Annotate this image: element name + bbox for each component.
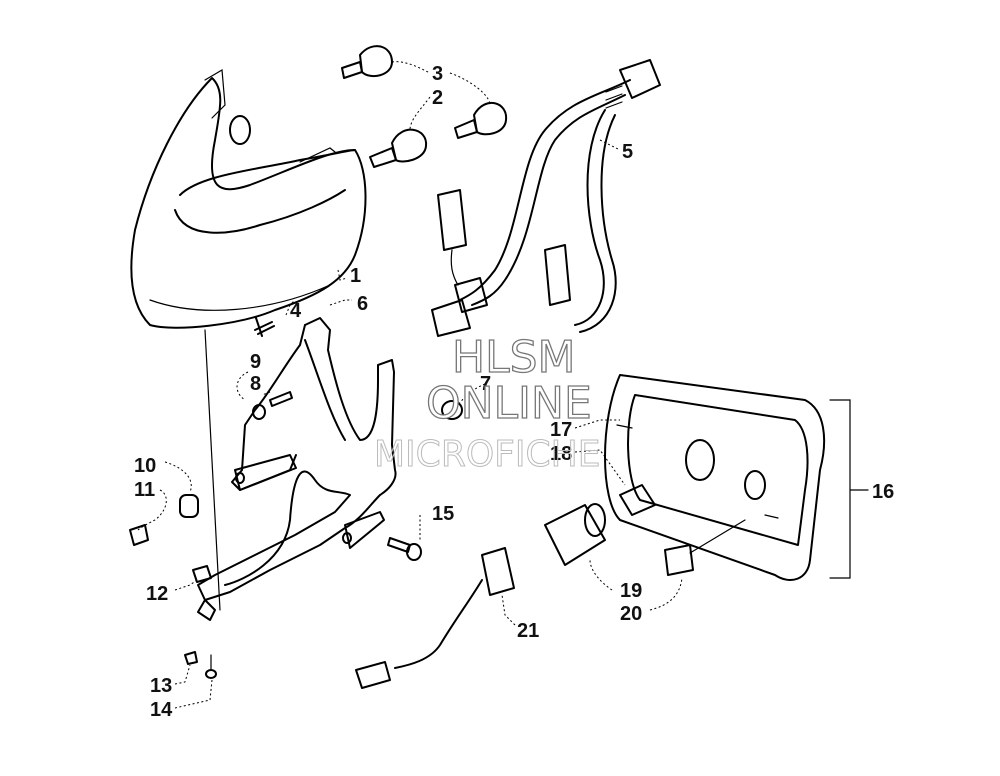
bulb-2[interactable]: [369, 128, 428, 168]
watermark: HLSM ONLINE MICROFICHE: [374, 331, 601, 475]
watermark-line-1: HLSM: [452, 332, 576, 383]
screw-11[interactable]: [129, 524, 149, 546]
wiring-harness[interactable]: [431, 59, 661, 337]
callout-6: 6: [357, 293, 368, 315]
callout-10: 10: [134, 455, 156, 477]
callout-4: 4: [290, 300, 302, 322]
screw-15[interactable]: [387, 537, 422, 561]
callout-7: 7: [480, 373, 491, 395]
callout-20: 20: [620, 603, 642, 625]
bulb-3a[interactable]: [341, 45, 393, 79]
bracket-tab-7[interactable]: [441, 400, 463, 420]
bulb-socket-19[interactable]: [544, 484, 656, 566]
callout-13: 13: [150, 675, 172, 697]
callout-15: 15: [432, 503, 454, 525]
callout-17: 17: [550, 419, 572, 441]
callout-3: 3: [432, 63, 443, 85]
callout-12: 12: [146, 583, 168, 605]
callout-9: 9: [250, 351, 261, 373]
screw-8[interactable]: [252, 391, 293, 420]
bulb-3b[interactable]: [454, 101, 508, 139]
callout-labels: 1 2 3 4 5 6 7 8 9 10 11 12 13 14 15 16 1…: [134, 63, 894, 721]
headlight-housing[interactable]: [130, 69, 367, 329]
callout-21: 21: [517, 620, 539, 642]
callout-8: 8: [250, 373, 261, 395]
watermark-line-2: ONLINE: [426, 378, 592, 429]
callout-14: 14: [150, 699, 173, 721]
watermark-line-3: MICROFICHE: [374, 434, 600, 475]
screw-14[interactable]: [205, 654, 217, 679]
callout-2: 2: [432, 87, 443, 109]
callout-18: 18: [550, 443, 572, 465]
spacer-10[interactable]: [179, 494, 199, 518]
callout-1: 1: [350, 265, 361, 287]
callout-19: 19: [620, 580, 642, 602]
callout-16: 16: [872, 481, 894, 503]
callout-11: 11: [134, 479, 155, 501]
leader-lines: [137, 61, 869, 709]
screw-4[interactable]: [254, 317, 275, 337]
taillight-assembly[interactable]: [604, 374, 826, 581]
clip-nut-12[interactable]: [192, 565, 212, 583]
mounting-bracket[interactable]: [197, 317, 397, 621]
connector-21[interactable]: [355, 547, 515, 689]
callout-5: 5: [622, 141, 633, 163]
lens-20[interactable]: [664, 544, 694, 576]
nut-13[interactable]: [184, 651, 198, 665]
